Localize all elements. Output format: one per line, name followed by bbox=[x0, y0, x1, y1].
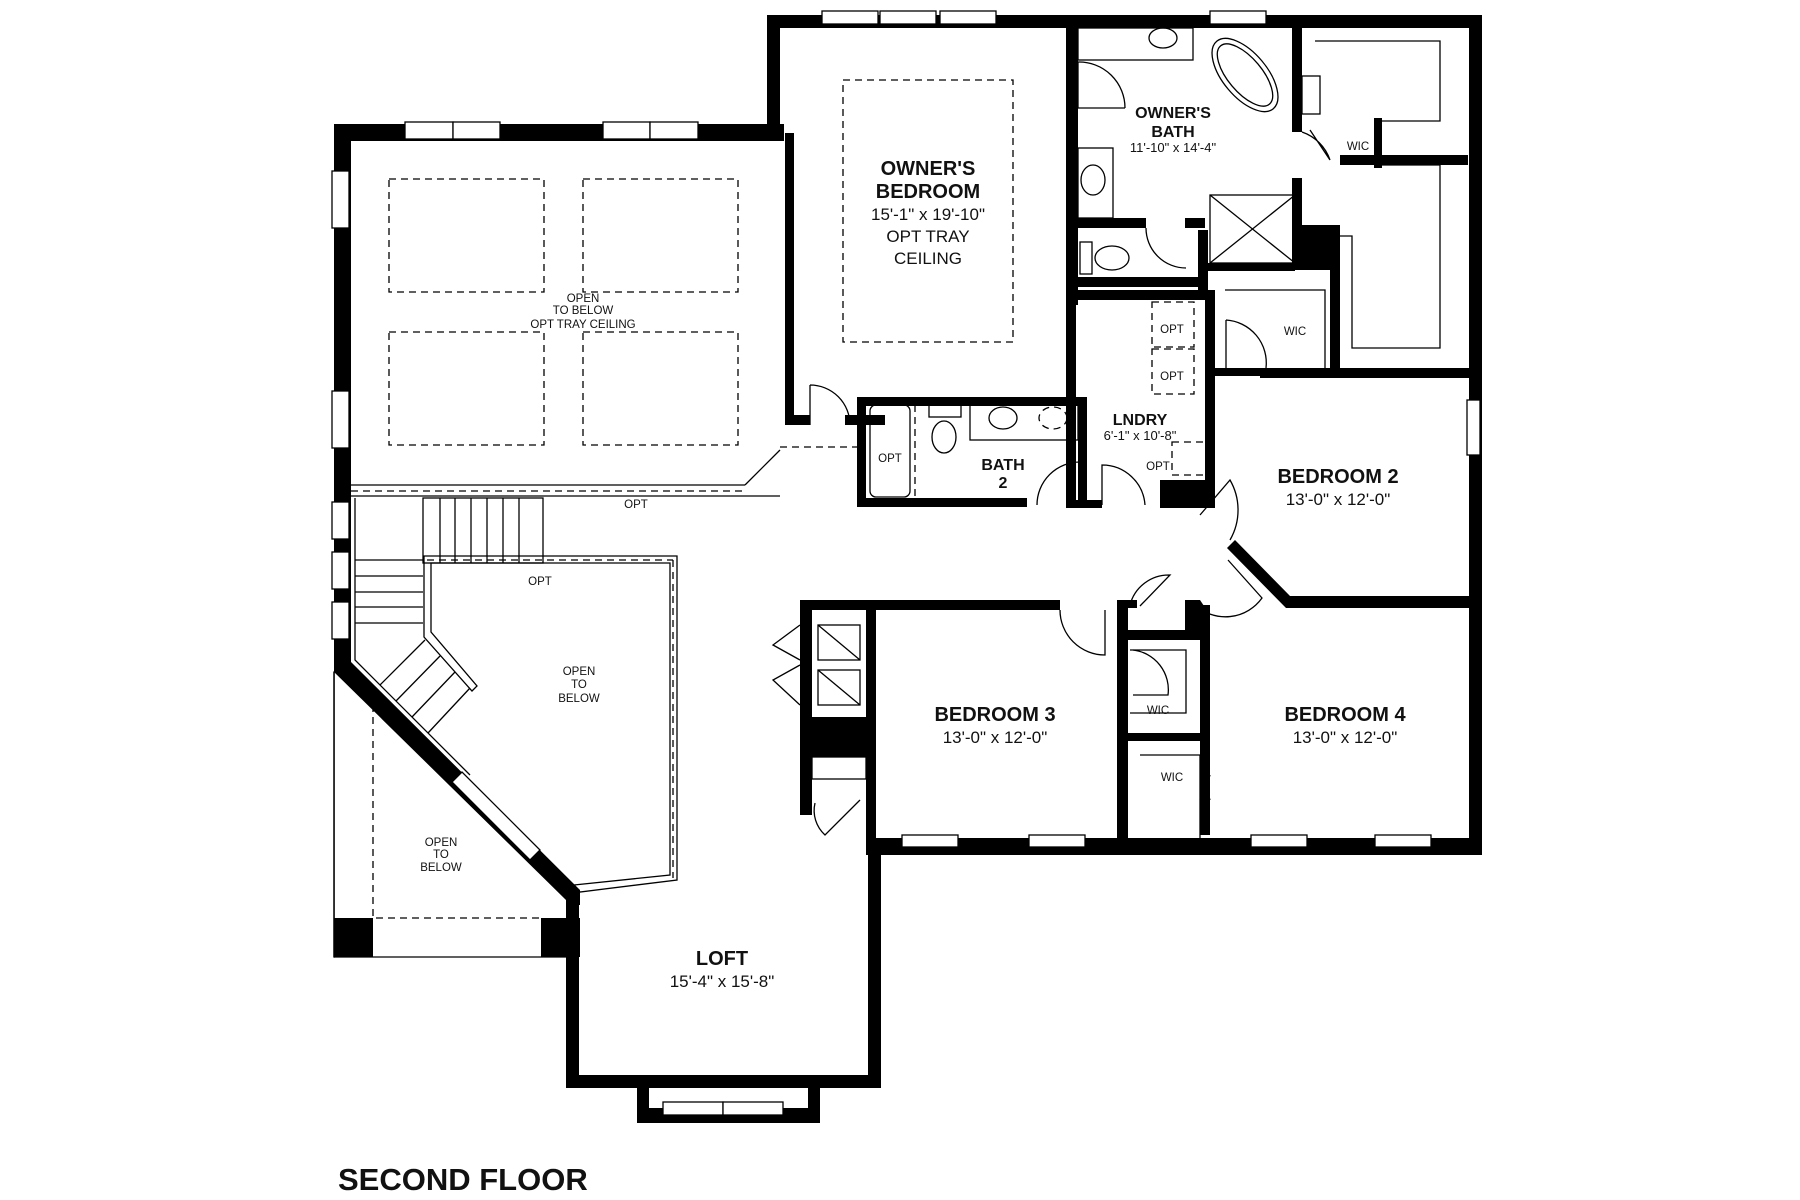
fixtures bbox=[351, 27, 1441, 919]
bedroom2-label: BEDROOM 2 bbox=[1277, 466, 1398, 488]
owners-bedroom-label: OWNER'S bbox=[881, 158, 976, 180]
bed4-wic-label: WIC bbox=[1161, 772, 1183, 784]
bath2-tub-opt: OPT bbox=[878, 453, 902, 465]
owners-bath-label-2: BATH bbox=[1151, 124, 1194, 141]
doors bbox=[771, 61, 1331, 836]
bedroom3-dims: 13'-0" x 12'-0" bbox=[943, 728, 1048, 747]
bedroom3-label: BEDROOM 3 bbox=[934, 704, 1055, 726]
owners-bedroom-note: OPT TRAY bbox=[886, 227, 969, 246]
owners-wic-label: WIC bbox=[1347, 141, 1369, 153]
owners-bath-dims: 11'-10" x 14'-4" bbox=[1130, 140, 1217, 155]
bed2-wic-label: WIC bbox=[1284, 326, 1306, 338]
bedroom4-dims: 13'-0" x 12'-0" bbox=[1293, 728, 1398, 747]
bedroom2-dims: 13'-0" x 12'-0" bbox=[1286, 490, 1391, 509]
foyer-open-3: BELOW bbox=[558, 693, 600, 705]
foyer-open-1: OPEN bbox=[563, 666, 596, 678]
rail-opt-label: OPT bbox=[528, 576, 552, 588]
laundry-dims: 6'-1" x 10'-8" bbox=[1104, 428, 1177, 443]
bed3-wic-label: WIC bbox=[1147, 705, 1169, 717]
great-room-open-3: OPT TRAY CEILING bbox=[530, 319, 635, 331]
bath2-label: BATH bbox=[981, 457, 1024, 474]
laundry-opt-1: OPT bbox=[1160, 324, 1184, 336]
great-room-open-1: OPEN bbox=[567, 293, 600, 305]
bath2-label-2: 2 bbox=[999, 475, 1008, 492]
entry-open-1: OPEN bbox=[425, 837, 458, 849]
loft-dims: 15'-4" x 15'-8" bbox=[670, 972, 775, 991]
room-labels: OWNER'S BEDROOM 15'-1" x 19'-10" OPT TRA… bbox=[338, 105, 1406, 1197]
hall-opt-label: OPT bbox=[624, 499, 648, 511]
owners-bedroom-dims: 15'-1" x 19'-10" bbox=[871, 205, 985, 224]
loft-label: LOFT bbox=[696, 948, 748, 970]
laundry-label: LNDRY bbox=[1113, 412, 1168, 429]
great-room-open-2: TO BELOW bbox=[553, 305, 614, 317]
laundry-opt-3: OPT bbox=[1146, 461, 1170, 473]
bedroom4-label: BEDROOM 4 bbox=[1284, 704, 1406, 726]
owners-bath-label: OWNER'S bbox=[1135, 105, 1211, 122]
foyer-open-2: TO bbox=[571, 679, 587, 691]
interior-walls bbox=[785, 15, 1472, 855]
floor-title: SECOND FLOOR bbox=[338, 1162, 588, 1197]
entry-open-2: TO bbox=[433, 849, 449, 861]
owners-bedroom-note-2: CEILING bbox=[894, 249, 962, 268]
windows bbox=[331, 10, 1481, 1116]
owners-bedroom-label-2: BEDROOM bbox=[876, 181, 980, 203]
laundry-opt-2: OPT bbox=[1160, 371, 1184, 383]
entry-open-3: BELOW bbox=[420, 862, 462, 874]
